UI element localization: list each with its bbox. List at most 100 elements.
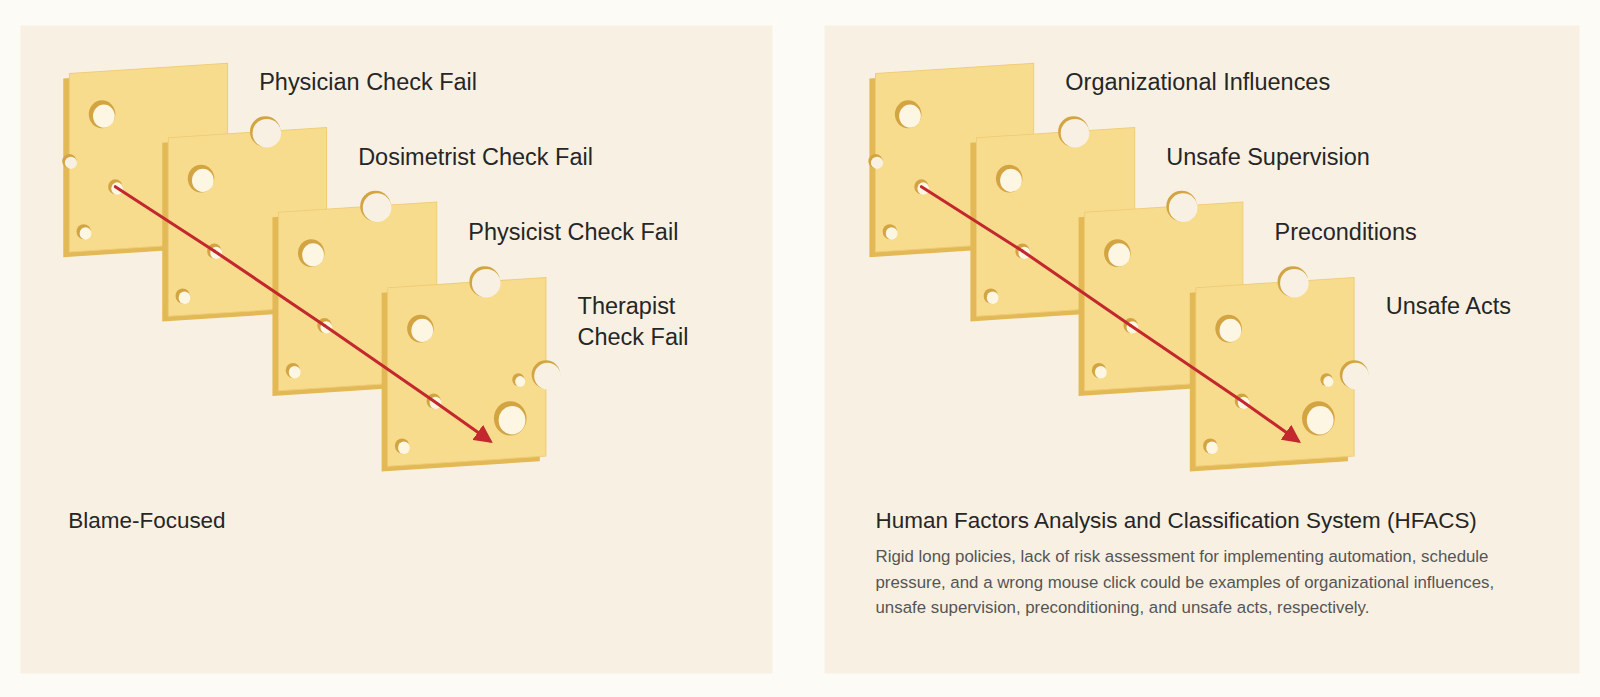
cheese-hole bbox=[1220, 319, 1242, 342]
failure-trajectory bbox=[324, 326, 489, 441]
cheese-hole bbox=[192, 169, 214, 192]
hole-shadow bbox=[512, 373, 524, 386]
panel-title: Human Factors Analysis and Classificatio… bbox=[876, 506, 1570, 535]
failure-trajectory bbox=[1131, 326, 1298, 441]
hole-shadow bbox=[1092, 363, 1106, 378]
cheese-hole bbox=[1000, 169, 1022, 192]
cheese-hole bbox=[1206, 442, 1218, 454]
hole-shadow bbox=[89, 100, 116, 128]
cheese-hole bbox=[80, 227, 92, 239]
cheese-hole bbox=[302, 243, 324, 266]
failure-trajectory bbox=[1022, 251, 1130, 325]
cheese-notch bbox=[253, 119, 282, 148]
layer-label: Unsafe Acts bbox=[1386, 291, 1590, 322]
cheese-hole bbox=[1127, 321, 1139, 333]
notch-shadow bbox=[250, 116, 281, 147]
hole-shadow bbox=[494, 401, 527, 435]
hole-shadow bbox=[188, 165, 215, 193]
notch-shadow bbox=[868, 154, 882, 168]
notch-shadow bbox=[469, 266, 500, 297]
layer-label: Physicist Check Fail bbox=[468, 216, 733, 247]
cheese-hole bbox=[1108, 243, 1130, 266]
cheese-slice-layer: Unsafe Acts bbox=[1196, 278, 1354, 467]
hole-shadow bbox=[77, 224, 91, 239]
notch-shadow bbox=[1340, 360, 1369, 389]
cheese-hole bbox=[1238, 397, 1250, 409]
layer-label: Unsafe Supervision bbox=[1166, 142, 1472, 173]
cheese-hole bbox=[899, 105, 921, 128]
hole-shadow bbox=[996, 165, 1023, 193]
hole-shadow bbox=[1302, 401, 1335, 435]
cheese-hole bbox=[987, 292, 999, 304]
cheese-slice bbox=[388, 278, 546, 467]
slice-face bbox=[1196, 278, 1354, 467]
cheese-hole bbox=[1095, 366, 1107, 378]
cheese-hole bbox=[411, 319, 433, 342]
cheese-hole bbox=[179, 292, 191, 304]
hole-shadow bbox=[176, 288, 190, 303]
cheese-hole bbox=[1323, 376, 1333, 387]
cheese-notch bbox=[871, 157, 883, 169]
cheese-slice bbox=[1196, 278, 1354, 467]
cheese-hole bbox=[111, 182, 123, 194]
hole-shadow bbox=[1015, 244, 1029, 259]
panel-caption: Rigid long policies, lack of risk assess… bbox=[876, 544, 1529, 621]
cheese-hole bbox=[398, 442, 410, 454]
hole-shadow bbox=[1123, 318, 1137, 333]
slice-face bbox=[388, 278, 546, 467]
hole-shadow bbox=[1320, 373, 1332, 386]
cheese-notch bbox=[65, 157, 77, 169]
cheese-notch bbox=[534, 363, 561, 390]
notch-shadow bbox=[1278, 266, 1309, 297]
hole-shadow bbox=[1104, 239, 1131, 267]
layer-label: Dosimetrist Check Fail bbox=[358, 142, 664, 173]
hole-shadow bbox=[914, 179, 928, 194]
cheese-notch bbox=[1342, 363, 1369, 390]
cheese-hole bbox=[320, 321, 332, 333]
hole-shadow bbox=[1215, 315, 1242, 343]
cheese-hole bbox=[93, 105, 115, 128]
cheese-hole bbox=[210, 247, 222, 259]
hole-shadow bbox=[1235, 394, 1249, 409]
failure-trajectory bbox=[214, 251, 324, 325]
hole-shadow bbox=[286, 363, 300, 378]
notch-shadow bbox=[360, 191, 391, 222]
cheese-notch bbox=[1169, 193, 1198, 222]
layer-label: Physician Check Fail bbox=[259, 66, 626, 97]
cheese-notch bbox=[472, 269, 501, 298]
cheese-slice-layer: Therapist Check Fail bbox=[388, 278, 546, 467]
layer-label: Preconditions bbox=[1274, 216, 1539, 247]
hole-shadow bbox=[895, 100, 922, 128]
cheese-hole bbox=[499, 406, 526, 434]
layer-label: Organizational Influences bbox=[1065, 66, 1432, 97]
hole-shadow bbox=[883, 224, 897, 239]
panel: Blame-Focused Physician Check FailDosimet… bbox=[20, 26, 772, 674]
cheese-hole bbox=[289, 366, 301, 378]
failure-trajectory bbox=[921, 187, 1022, 251]
notch-shadow bbox=[532, 360, 561, 389]
notch-shadow bbox=[1058, 116, 1089, 147]
cheese-hole bbox=[886, 227, 898, 239]
notch-shadow bbox=[62, 154, 76, 168]
layer-label: Therapist Check Fail bbox=[578, 291, 706, 352]
cheese-hole bbox=[1018, 247, 1030, 259]
hole-shadow bbox=[984, 288, 998, 303]
hole-shadow bbox=[395, 438, 409, 453]
cheese-hole bbox=[430, 397, 442, 409]
hole-shadow bbox=[108, 179, 122, 194]
panel: Human Factors Analysis and Classificatio… bbox=[824, 26, 1579, 674]
cheese-hole bbox=[917, 182, 929, 194]
hole-shadow bbox=[1203, 438, 1217, 453]
cheese-hole bbox=[1307, 406, 1334, 434]
hole-shadow bbox=[407, 315, 434, 343]
cheese-hole bbox=[515, 376, 525, 387]
hole-shadow bbox=[298, 239, 325, 267]
cheese-notch bbox=[1061, 119, 1090, 148]
hole-shadow bbox=[207, 244, 221, 259]
cheese-notch bbox=[1280, 269, 1309, 298]
hole-shadow bbox=[317, 318, 331, 333]
panel-title: Blame-Focused bbox=[68, 506, 680, 535]
cheese-notch bbox=[363, 193, 392, 222]
